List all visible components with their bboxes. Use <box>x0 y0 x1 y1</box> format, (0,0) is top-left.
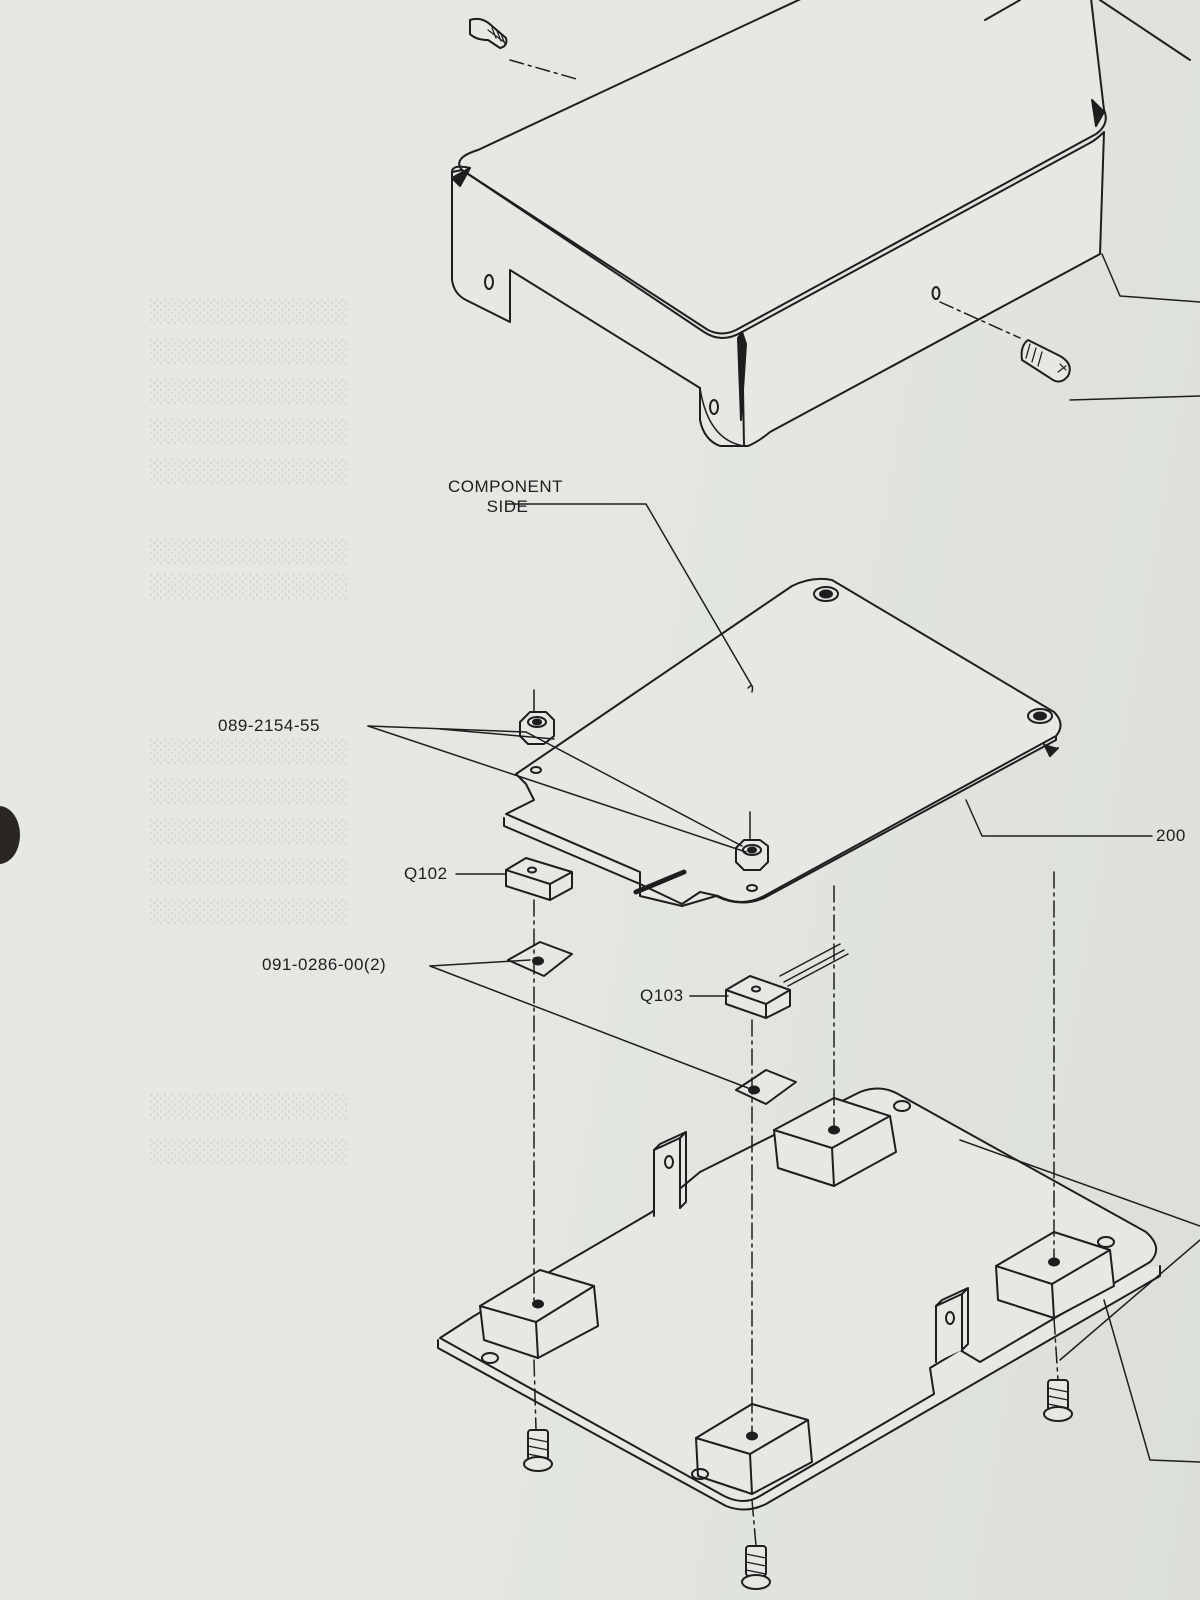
transistor-q102-icon <box>505 857 573 901</box>
circuit-board <box>503 577 1062 907</box>
component-side-line2: SIDE <box>486 497 529 516</box>
nut-part-number-label: 089-2154-55 <box>218 716 320 735</box>
callout-leaders <box>367 503 1153 1089</box>
transistor-q103-icon <box>725 943 849 1019</box>
cover-screw-top-icon <box>469 17 581 81</box>
cover-assembly <box>451 0 1200 447</box>
insulator-part-number-label: 091-0286-00(2) <box>262 955 387 974</box>
cover-screw-side-icon <box>939 301 1071 383</box>
component-side-line1: COMPONENT <box>448 477 563 496</box>
component-side-label: COMPONENT SIDE <box>448 477 563 517</box>
q102-label: Q102 <box>404 864 448 883</box>
board-reference-label: 200 <box>1156 826 1186 845</box>
insulator-upper-icon <box>507 941 573 977</box>
hex-nut-upper-icon <box>519 711 555 745</box>
chassis-base <box>437 1087 1200 1511</box>
hex-nut-lower-icon <box>735 839 769 871</box>
base-screw-center-icon <box>741 1545 771 1590</box>
q103-label: Q103 <box>640 986 684 1005</box>
base-screw-left-icon <box>523 1429 553 1472</box>
assembly-centerlines <box>533 871 1059 1547</box>
base-screw-right-icon <box>1043 1379 1073 1422</box>
binder-hole <box>0 806 20 864</box>
